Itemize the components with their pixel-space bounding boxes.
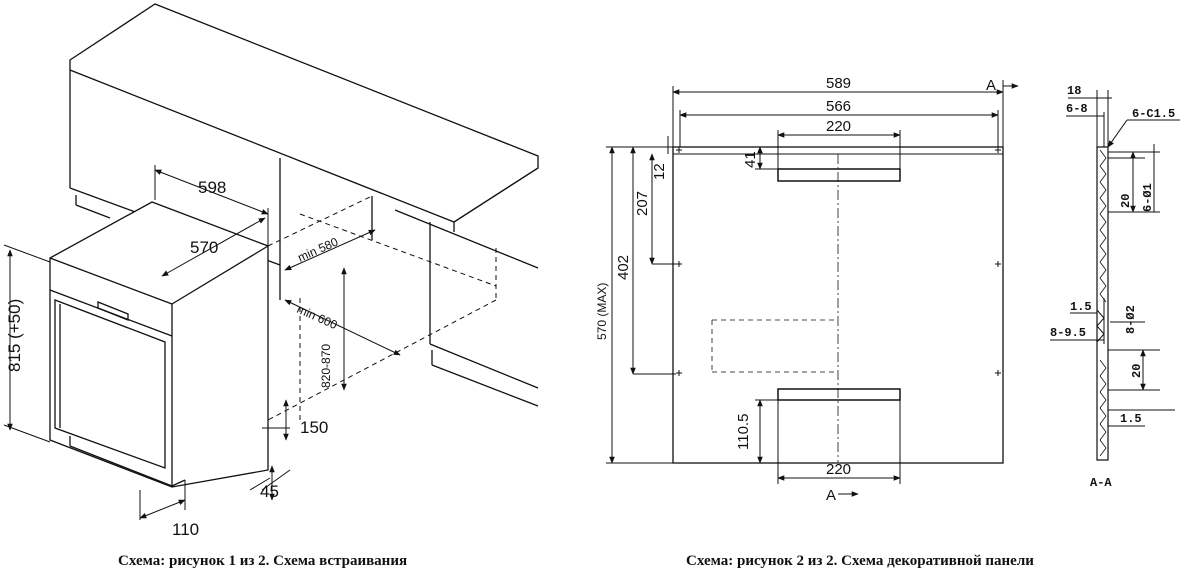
dishwasher-body — [49, 201, 269, 488]
label-section-a-a: A-A — [1090, 476, 1112, 490]
label-6-d1: 6-Ø1 — [1141, 183, 1155, 212]
bottom-handle-pad — [777, 388, 901, 401]
label-height-815: 815 (+50) — [5, 299, 24, 372]
caption-panel: Схема: рисунок 2 из 2. Схема декоративно… — [686, 553, 1034, 569]
installation-dimension-lines — [3, 165, 401, 520]
label-niche-depth: min 580 — [296, 234, 341, 264]
label-plinth-150: 150 — [300, 418, 328, 437]
label-20-top: 20 — [1119, 194, 1133, 208]
section-drawing: 18 6-8 6-C1.5 20 6-Ø1 1.5 8-Ø2 8-9.5 20 … — [1050, 84, 1180, 490]
section-profile — [1096, 146, 1109, 461]
label-8-d2: 8-Ø2 — [1124, 305, 1138, 334]
installation-drawing: 598 570 min 580 min 600 820-870 815 (+50… — [3, 3, 539, 539]
label-20-bottom: 20 — [1130, 364, 1144, 378]
panel-outline — [672, 146, 1004, 464]
label-566: 566 — [826, 98, 851, 115]
top-handle-pad — [777, 168, 901, 182]
label-1-5-bottom: 1.5 — [1120, 412, 1142, 426]
right-cabinet — [371, 196, 539, 407]
section-mark-top: A — [986, 77, 996, 94]
label-offset-45: 45 — [260, 482, 279, 501]
panel-handles — [777, 168, 901, 401]
panel-dimension-labels: 589 566 220 220 570 (MAX) 402 207 12 41 … — [595, 75, 996, 504]
label-41: 41 — [742, 151, 759, 168]
label-width-598: 598 — [198, 178, 226, 197]
label-1-5-mid: 1.5 — [1070, 300, 1092, 314]
label-402: 402 — [615, 255, 632, 280]
label-8-9-5: 8-9.5 — [1050, 326, 1086, 340]
label-110-5: 110.5 — [735, 414, 752, 450]
label-niche-width: min 600 — [295, 302, 340, 332]
label-foot-110: 110 — [172, 520, 199, 539]
label-12: 12 — [651, 163, 668, 180]
label-570-max: 570 (MAX) — [595, 283, 609, 340]
label-220-bottom: 220 — [826, 461, 851, 478]
label-6-c1-5: 6-C1.5 — [1132, 107, 1175, 121]
label-18: 18 — [1067, 84, 1081, 98]
label-589: 589 — [826, 75, 851, 92]
label-6-8: 6-8 — [1066, 102, 1088, 116]
section-dimension-lines — [1050, 90, 1180, 427]
panel-hidden-lines — [711, 153, 1003, 462]
label-depth-570: 570 — [190, 238, 218, 257]
caption-installation: Схема: рисунок 1 из 2. Схема встраивания — [118, 553, 408, 569]
label-niche-height: 820-870 — [319, 344, 333, 388]
section-labels: 18 6-8 6-C1.5 20 6-Ø1 1.5 8-Ø2 8-9.5 20 … — [1050, 84, 1175, 490]
label-207: 207 — [634, 191, 651, 216]
section-mark-bottom: A — [826, 487, 836, 504]
left-cabinet — [75, 195, 111, 219]
label-220-top: 220 — [826, 118, 851, 135]
panel-drawing: 589 566 220 220 570 (MAX) 402 207 12 41 … — [595, 75, 1019, 504]
panel-mounting-holes — [676, 147, 1001, 376]
panel-dimension-lines — [606, 80, 1019, 497]
